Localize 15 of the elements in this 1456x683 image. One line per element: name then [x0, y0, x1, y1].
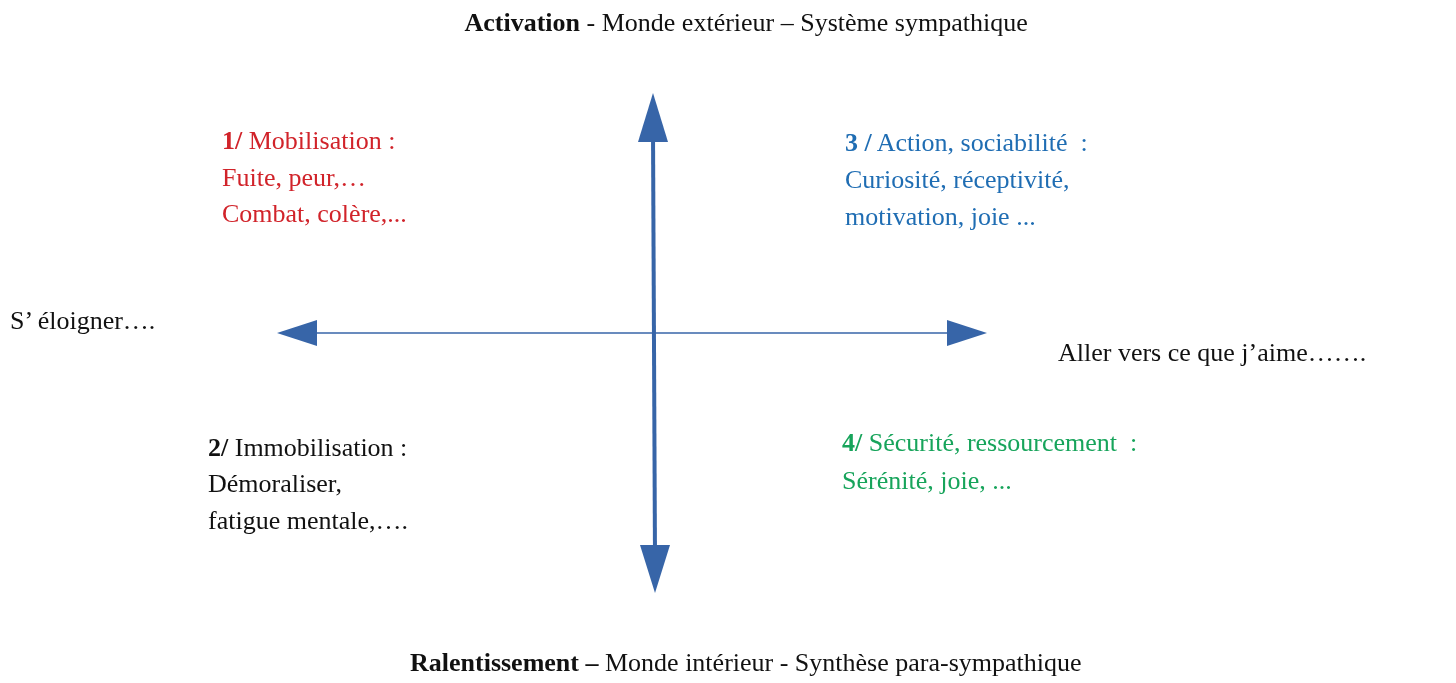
quadrant-text: motivation, joie ...	[845, 202, 1036, 232]
quadrant-text: Combat, colère,...	[222, 199, 407, 229]
axis-label: Aller vers ce que j’aime…….	[1058, 338, 1367, 368]
quadrant-text: Sérénité, joie, ...	[842, 466, 1012, 496]
quadrant-text: Fuite, peur,…	[222, 163, 367, 193]
axis-title: Activation - Monde extérieur – Système sympathique	[464, 8, 1028, 38]
quadrant-text: Démoraliser,	[208, 469, 342, 499]
axis-label: S’ éloigner….	[10, 306, 156, 336]
quadrant-text: Curiosité, réceptivité,	[845, 165, 1070, 195]
quadrant-heading: 1/ Mobilisation :	[222, 126, 396, 156]
quadrant-heading: 2/ Immobilisation :	[208, 433, 408, 463]
quadrant-text: fatigue mentale,….	[208, 506, 408, 536]
quadrant-heading: 4/ Sécurité, ressourcement :	[842, 428, 1138, 458]
axis-title: Ralentissement – Monde intérieur - Synthèse para-sympathique	[410, 648, 1082, 678]
quadrant-heading: 3 / Action, sociabilité :	[845, 128, 1088, 158]
